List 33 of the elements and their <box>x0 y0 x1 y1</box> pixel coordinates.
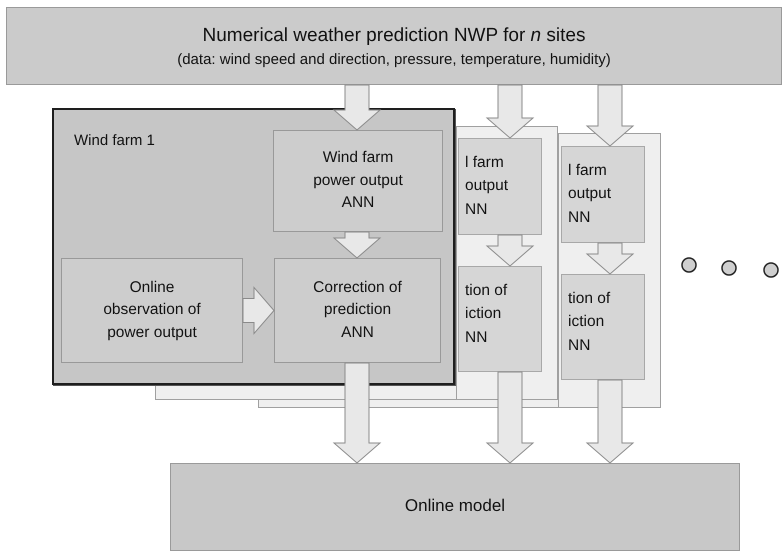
box-label: Wind farm power output ANN <box>312 148 404 214</box>
box-label: tion of iction NN <box>568 289 612 356</box>
block-arrow <box>586 242 634 275</box>
box-label: l farm output NN <box>465 153 510 220</box>
process-box <box>561 146 645 243</box>
output-box <box>170 463 740 551</box>
block-arrow <box>332 362 382 464</box>
title-text: Numerical weather prediction NWP for n sites <box>202 24 586 46</box>
source-box <box>6 7 782 85</box>
block-arrow <box>486 372 534 464</box>
process-box <box>273 130 443 232</box>
process-box <box>61 258 243 363</box>
panel-heading: Wind farm 1 <box>74 132 155 149</box>
process-box <box>458 266 542 372</box>
block-arrow <box>332 84 382 131</box>
box-label: l farm output NN <box>568 161 612 228</box>
box-label: tion of iction NN <box>465 281 508 348</box>
block-arrow <box>332 232 382 259</box>
block-arrow <box>586 380 634 464</box>
process-box <box>458 138 542 235</box>
wind-farm-panel <box>456 126 558 400</box>
box-label: Online observation of power output <box>102 278 202 343</box>
block-arrow <box>486 84 534 139</box>
block-arrow <box>486 234 534 267</box>
process-box <box>274 258 441 363</box>
wind-farm-panel <box>52 108 455 385</box>
box-label: Online model <box>404 496 506 517</box>
wind-farm-panel <box>558 133 661 408</box>
process-box <box>561 274 645 380</box>
subtitle-text: (data: wind speed and direction, pressure, temperature, humidity) <box>177 50 611 68</box>
block-arrow <box>242 286 275 335</box>
block-arrow <box>586 84 634 147</box>
box-label: Correction of prediction ANN <box>312 278 403 343</box>
